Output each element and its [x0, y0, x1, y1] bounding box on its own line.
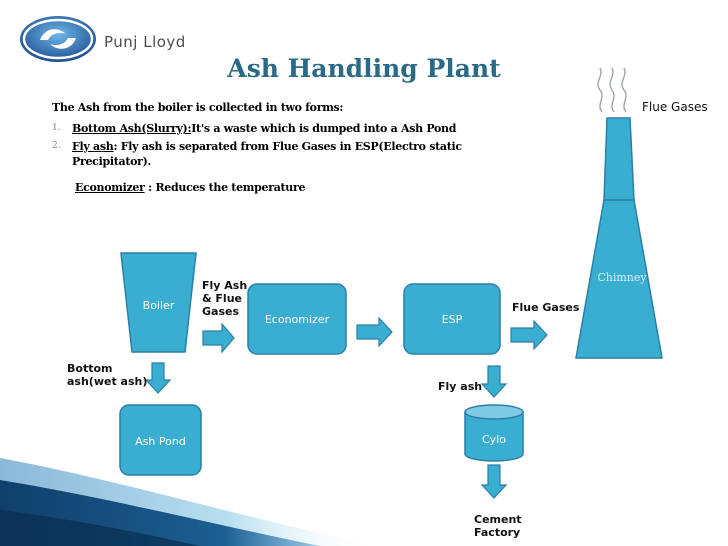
flow-label-fly-ash: Fly ash: [438, 380, 483, 393]
chimney-shape: [575, 117, 663, 359]
term-bottom-ash: Bottom Ash(Slurry):: [72, 122, 192, 135]
ash-pond-shape: [119, 404, 202, 476]
arrow-boiler-to-ash-pond: [144, 362, 172, 394]
esp-shape: [403, 283, 501, 355]
cylo-label: Cylo: [482, 433, 506, 446]
flow-line: & Flue: [202, 292, 242, 305]
arrow-boiler-to-economizer: [202, 322, 235, 354]
economizer-note: Economizer : Reduces the temperature: [75, 180, 306, 195]
flow-line: Factory: [474, 526, 521, 539]
company-logo: [20, 16, 96, 62]
boiler-label: Boiler: [142, 299, 175, 312]
economizer-shape: [247, 283, 347, 355]
intro-text: The Ash from the boiler is collected in …: [52, 101, 344, 114]
decorative-banner: [0, 458, 380, 546]
arrow-economizer-to-esp: [356, 316, 393, 348]
esp-label: ESP: [441, 313, 463, 326]
list-text: Fly ash: Fly ash is separated from Flue …: [72, 139, 462, 169]
list-item-fly-ash: 2. Fly ash: Fly ash is separated from Fl…: [52, 139, 462, 171]
term-fly-ash: Fly ash: [72, 140, 114, 153]
flow-label-fly-ash-flue-gases: Fly Ash & Flue Gases: [202, 279, 247, 318]
arrow-esp-to-chimney: [510, 319, 548, 351]
flow-label-chimney-flue-gases: Flue Gases: [642, 100, 708, 114]
arrow-cylo-to-cement: [480, 464, 508, 499]
list-item-bottom-ash: 1. Bottom Ash(Slurry):It's a waste which…: [52, 121, 462, 137]
smoke-icon: [597, 67, 627, 113]
arrow-esp-to-cylo: [480, 365, 508, 398]
page-title: Ash Handling Plant: [227, 54, 501, 83]
list-text: Bottom Ash(Slurry):It's a waste which is…: [72, 121, 456, 136]
flow-label-bottom-ash: Bottom ash(wet ash): [67, 362, 147, 388]
flow-line: Fly Ash: [202, 279, 248, 292]
list-number: 2.: [52, 141, 61, 151]
ash-pond-label: Ash Pond: [135, 435, 186, 448]
list-number: 1.: [52, 123, 61, 133]
flow-line: Gases: [202, 305, 240, 318]
economizer-label: Economizer: [264, 313, 330, 326]
company-name: Punj Lloyd: [104, 33, 186, 51]
boiler-shape: [120, 252, 197, 353]
cylo-shape: [464, 404, 524, 462]
flow-line: Cement: [474, 513, 522, 526]
flow-label-esp-flue-gases: Flue Gases: [512, 301, 580, 314]
term-economizer: Economizer: [75, 181, 145, 194]
flow-line: ash(wet ash): [67, 375, 148, 388]
desc-fly-ash-cont: Precipitator).: [72, 155, 152, 168]
flow-line: Bottom: [67, 362, 113, 375]
desc-fly-ash: : Fly ash is separated from Flue Gases i…: [113, 140, 462, 153]
desc-bottom-ash: It's a waste which is dumped into a Ash …: [191, 122, 457, 135]
desc-economizer: : Reduces the temperature: [144, 181, 306, 194]
flow-label-cement-factory: Cement Factory: [474, 513, 522, 539]
chimney-label: Chimney: [597, 271, 647, 284]
